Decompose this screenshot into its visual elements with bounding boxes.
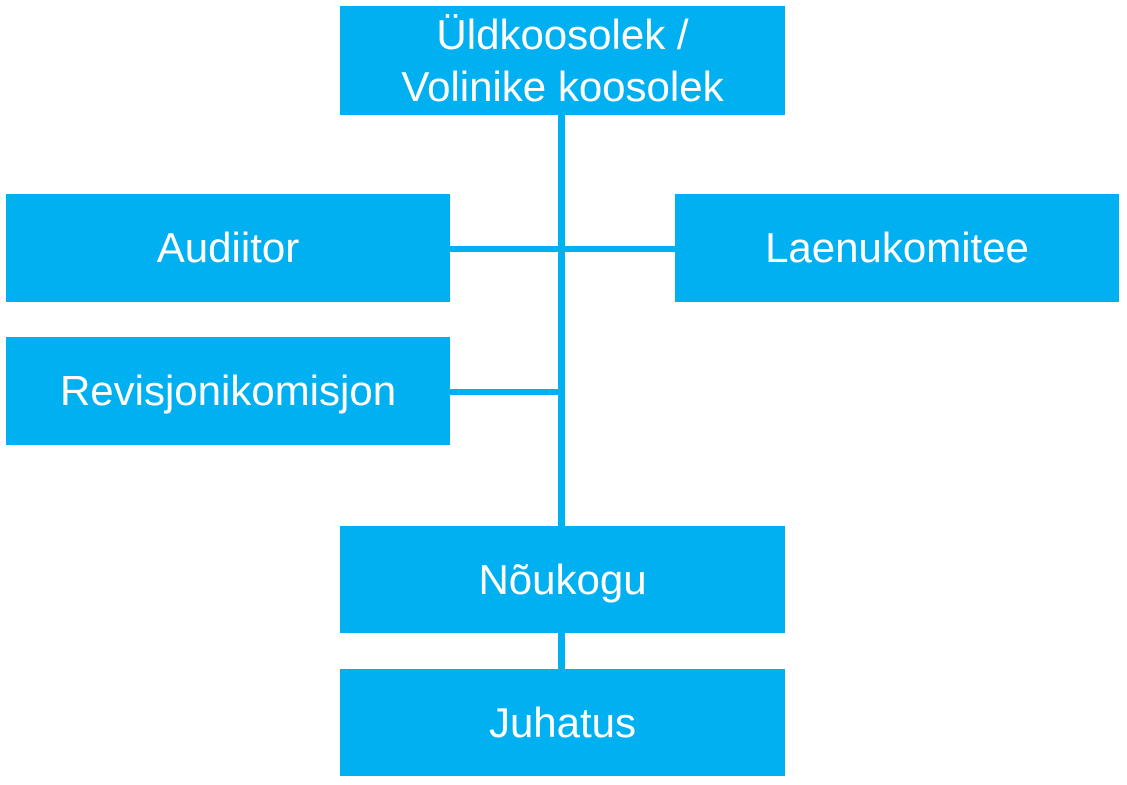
node-audit-commission-label: Revisjonikomisjon — [59, 367, 397, 414]
node-supervisory-board: Nõukogu — [340, 526, 785, 633]
node-management-board-label: Juhatus — [488, 698, 637, 746]
node-general-meeting-line1: Üldkoosolek / — [436, 10, 689, 58]
node-auditor-label: Audiitor — [156, 224, 300, 271]
node-general-meeting-line2: Volinike koosolek — [401, 62, 724, 110]
node-auditor: Audiitor — [6, 194, 450, 302]
node-loan-committee-label: Laenukomitee — [765, 224, 1029, 271]
node-general-meeting: Üldkoosolek / Volinike koosolek — [340, 6, 785, 115]
node-audit-commission: Revisjonikomisjon — [6, 337, 450, 445]
node-management-board: Juhatus — [340, 669, 785, 776]
connector-audit-commission — [450, 389, 562, 395]
connector-council-to-board — [558, 633, 565, 670]
node-loan-committee: Laenukomitee — [675, 194, 1119, 302]
connector-vertical-trunk — [558, 115, 565, 527]
node-supervisory-board-label: Nõukogu — [478, 555, 647, 603]
connector-auditor-loan-committee — [450, 246, 676, 252]
